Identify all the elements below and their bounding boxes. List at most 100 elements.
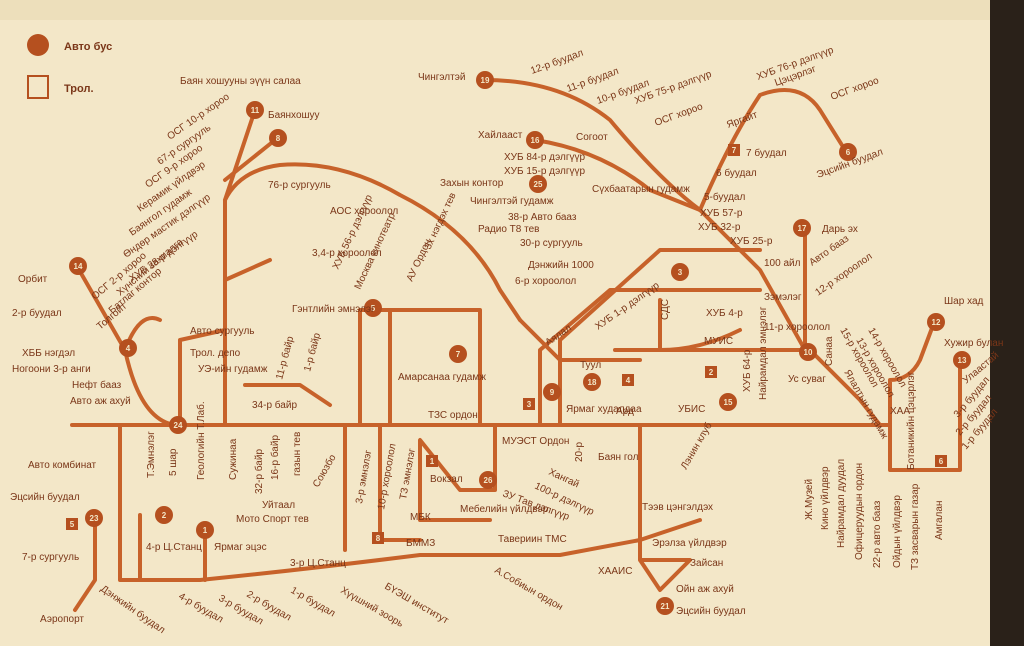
ne-loop-line	[698, 88, 847, 212]
trolley-stop-marker[interactable]: 1	[426, 455, 438, 467]
svg-text:2: 2	[162, 511, 167, 520]
stop-label: 5 шар	[168, 448, 179, 476]
bus-stop-marker[interactable]: 24	[169, 416, 187, 434]
trolley-legend-icon	[27, 75, 49, 99]
trolley-stop-marker[interactable]: 5	[66, 518, 78, 530]
bus-stop-marker[interactable]: 8	[269, 129, 287, 147]
bus-stop-marker[interactable]: 3	[671, 263, 689, 281]
stop-label: Уйтаал	[262, 500, 295, 511]
svg-text:12: 12	[932, 318, 941, 327]
stop-label: 3,4-р хороолол	[312, 248, 382, 259]
svg-text:8: 8	[276, 134, 281, 143]
bus-stop-marker[interactable]: 15	[719, 393, 737, 411]
stop-label: Ойн аж ахуй	[676, 584, 734, 595]
stop-label: Ботаникийн цэцэрлэг	[906, 371, 917, 470]
stop-label: 6-р хороолол	[515, 276, 576, 287]
svg-text:26: 26	[484, 476, 493, 485]
stop-label: 7-р сургууль	[22, 552, 79, 563]
stop-label: 2-р буудал	[12, 307, 62, 319]
svg-text:4: 4	[126, 344, 131, 353]
trolley-stop-marker[interactable]: 6	[935, 455, 947, 467]
stop-label: Чингэлтэй гудамж	[470, 196, 554, 207]
stop-label: ХААИС	[598, 566, 632, 577]
bus-stop-marker[interactable]: 18	[583, 373, 601, 391]
trolley-stop-marker[interactable]: 7	[728, 144, 740, 156]
stop-label: УЭ-ийн гудамж	[198, 364, 268, 375]
stop-label: МУИС	[704, 336, 733, 347]
stop-label: Трол. депо	[190, 348, 241, 359]
svg-text:25: 25	[534, 180, 543, 189]
stop-label: Ж.Музей	[804, 479, 815, 520]
svg-text:23: 23	[90, 514, 99, 523]
bus-stop-marker[interactable]: 21	[656, 597, 674, 615]
dark-edge	[990, 0, 1024, 646]
trolley-badges: 7 4 3 2 1 5 6 8	[66, 144, 947, 544]
bus-stop-marker[interactable]: 1	[196, 521, 214, 539]
stop-label: Туул	[580, 360, 601, 371]
bus-stop-marker[interactable]: 12	[927, 313, 945, 331]
bus-stop-marker[interactable]: 26	[479, 471, 497, 489]
stop-label: Дарь эх	[822, 224, 858, 235]
svg-text:6: 6	[939, 457, 944, 466]
shar-khad-line	[888, 318, 937, 427]
bus-stop-marker[interactable]: 11	[246, 101, 264, 119]
bus-legend-icon	[27, 34, 49, 56]
airport-branch	[73, 518, 97, 612]
bus-stop-marker[interactable]: 19	[476, 71, 494, 89]
stop-label: Зайсан	[690, 558, 723, 569]
legend-trolley-label: Трол.	[64, 83, 94, 95]
svg-text:11: 11	[251, 106, 260, 115]
svg-text:15: 15	[724, 398, 733, 407]
stop-label: 5-буудал	[704, 191, 745, 203]
svg-text:13: 13	[958, 356, 967, 365]
stop-label: Ярмаг худалдаа	[566, 404, 642, 415]
stop-label: Кино үйлдвэр	[820, 466, 831, 530]
stop-label: Согоот	[576, 132, 608, 143]
bus-stop-marker[interactable]: 25	[529, 175, 547, 193]
bus-stop-marker[interactable]: 13	[953, 351, 971, 369]
stop-label: Хужир булан	[944, 337, 1003, 349]
stop-label: Тээв цэнгэлдэх	[642, 502, 713, 513]
stop-label: 3-р Ц.Станц	[290, 558, 346, 569]
tuul-line	[518, 318, 642, 362]
trolley-stop-marker[interactable]: 4	[622, 374, 634, 386]
bus-stop-marker[interactable]: 5	[364, 299, 382, 317]
bus-stop-marker[interactable]: 17	[793, 219, 811, 237]
stop-label: Найрамдал дуудал	[836, 459, 847, 548]
stop-label: Авто комбинат	[28, 459, 97, 471]
trolley-stop-marker[interactable]: 2	[705, 366, 717, 378]
bus-stop-marker[interactable]: 14	[69, 257, 87, 275]
bus-badges: 19 16 25 11 8 6 17 14 3 5 4 7 10 9 18 15…	[69, 71, 971, 615]
stop-label: 76-р сургууль	[268, 180, 331, 191]
bus-stop-marker[interactable]: 10	[799, 343, 817, 361]
stop-label: АОС хороолол	[330, 206, 398, 217]
bus-stop-marker[interactable]: 23	[85, 509, 103, 527]
trolley-stop-marker[interactable]: 3	[523, 398, 535, 410]
east-diagonal	[808, 348, 882, 427]
trolley-stop-marker[interactable]: 8	[372, 532, 384, 544]
bus-stop-marker[interactable]: 6	[839, 143, 857, 161]
stop-label: ХУБ 84-р дэлгүүр	[504, 152, 585, 163]
bus-stop-marker[interactable]: 2	[155, 506, 173, 524]
bus-stop-marker[interactable]: 7	[449, 345, 467, 363]
stop-label: 7 буудал	[746, 147, 787, 159]
svg-text:7: 7	[732, 146, 737, 155]
legend: Авто бус Трол.	[27, 34, 112, 99]
bus-stop-marker[interactable]: 9	[543, 383, 561, 401]
stop-label: ХУБ 4-р	[706, 308, 743, 319]
svg-text:16: 16	[531, 136, 540, 145]
svg-text:6: 6	[846, 148, 851, 157]
svg-text:8: 8	[376, 534, 381, 543]
stop-label: Радио Т8 тев	[478, 224, 539, 235]
bus-stop-marker[interactable]: 4	[119, 339, 137, 357]
stop-label: 38-р Авто бааз	[508, 211, 577, 223]
stop-label: Мебелийн үйлдвэр	[460, 503, 549, 515]
east-loop	[888, 358, 962, 472]
stop-label: ХУБ 25-р	[730, 236, 773, 247]
stop-label: Эцсийн буудал	[10, 491, 80, 503]
svg-text:1: 1	[203, 526, 208, 535]
bus-stop-marker[interactable]: 16	[526, 131, 544, 149]
svg-text:3: 3	[678, 268, 683, 277]
